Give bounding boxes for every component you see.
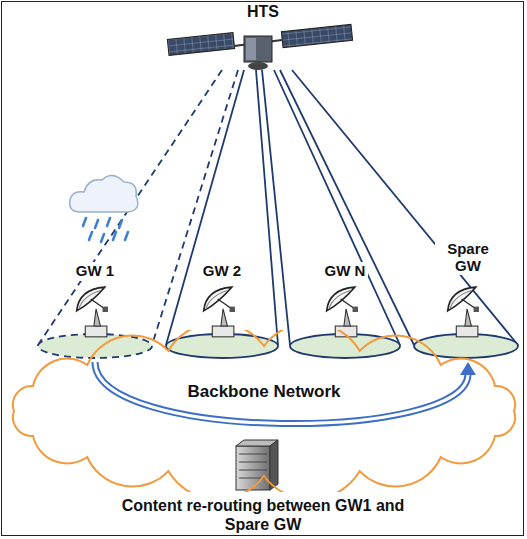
cloud-outline xyxy=(8,330,520,492)
network-label: Backbone Network xyxy=(184,382,343,403)
gateway-label: GW N xyxy=(322,262,369,281)
connector-line xyxy=(95,362,468,424)
satellite-label: HTS xyxy=(213,2,313,21)
gateway-label: GW 1 xyxy=(73,262,117,281)
connector-line xyxy=(95,362,468,424)
gateway-label: Spare GW xyxy=(435,240,501,275)
cloud-path xyxy=(13,330,515,492)
gateway-site: Spare GW xyxy=(418,240,518,360)
gateway-site: GW 1 xyxy=(38,262,152,360)
caption-label: Content re-routing between GW1 and Spare… xyxy=(120,496,406,534)
reroute-arrow xyxy=(95,362,476,424)
gateway-site: GW N xyxy=(290,262,400,360)
gateway-label: GW 2 xyxy=(200,262,244,281)
network-cloud: Backbone Network xyxy=(8,330,520,492)
arrow-head xyxy=(460,362,476,375)
gateway-site: GW 2 xyxy=(166,262,278,360)
